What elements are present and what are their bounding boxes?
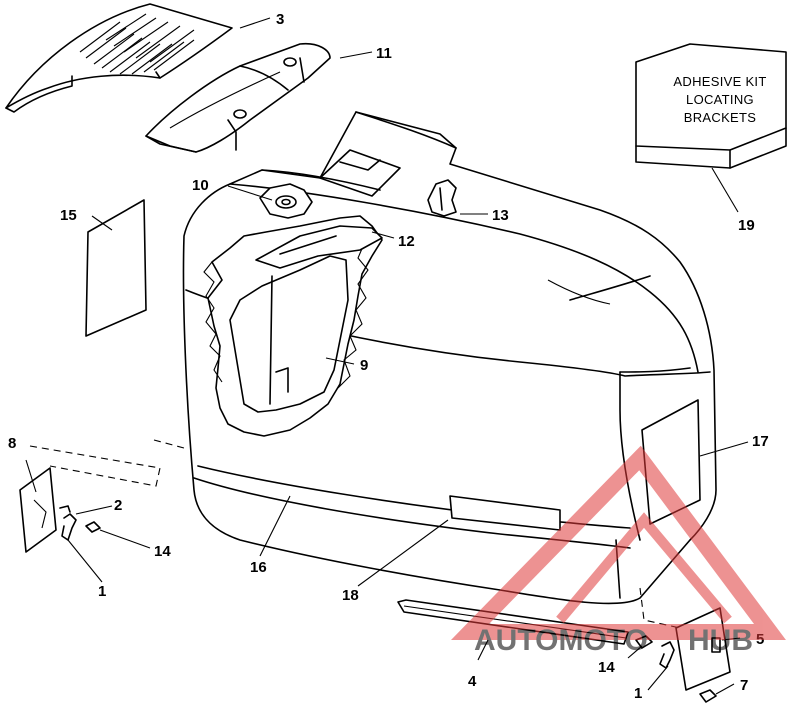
callout-4: 4 — [468, 673, 477, 690]
callout-3: 3 — [276, 11, 284, 28]
part-8-bracket-left — [19, 439, 185, 553]
part-11-top-cover — [145, 42, 331, 153]
callout-14-right: 14 — [598, 659, 615, 676]
kit-box-line-1: ADHESIVE KIT — [673, 74, 766, 89]
part-13-latch — [427, 179, 457, 217]
callout-12: 12 — [398, 233, 415, 250]
watermark-text-automoto: AUTOMOTO — [474, 624, 648, 657]
callout-15: 15 — [60, 207, 77, 224]
part-15-decal — [85, 199, 147, 337]
leader-lines — [25, 17, 749, 695]
part-12-duct — [255, 225, 383, 269]
callout-8: 8 — [8, 435, 16, 452]
kit-box-19: ADHESIVE KIT LOCATING BRACKETS — [635, 43, 787, 169]
callout-labels: 3 11 15 10 12 13 9 17 19 16 18 8 2 14 1 … — [8, 11, 769, 702]
watermark-text-hub: HUB — [688, 624, 753, 657]
callout-14-left: 14 — [154, 543, 171, 560]
kit-box-line-2: LOCATING — [686, 92, 754, 107]
callout-19: 19 — [738, 217, 755, 234]
callout-2: 2 — [114, 497, 122, 514]
callout-17: 17 — [752, 433, 769, 450]
watermark-triangle-icon — [450, 445, 786, 640]
part-10-knob — [259, 183, 313, 219]
watermark: AUTOMOTO HUB — [450, 445, 786, 657]
callout-7: 7 — [740, 677, 748, 694]
callout-13: 13 — [492, 207, 509, 224]
callout-11: 11 — [376, 45, 392, 62]
part-3-vent-grille — [5, 3, 233, 113]
kit-box-line-3: BRACKETS — [684, 110, 757, 125]
callout-10: 10 — [192, 177, 209, 194]
part-9-inner-liner — [203, 215, 383, 437]
callout-18: 18 — [342, 587, 359, 604]
callout-16: 16 — [250, 559, 267, 576]
callout-9: 9 — [360, 357, 368, 374]
callout-1-left: 1 — [98, 583, 106, 600]
callout-1-right: 1 — [634, 685, 642, 702]
watermark-inner-triangle-icon — [556, 512, 732, 624]
